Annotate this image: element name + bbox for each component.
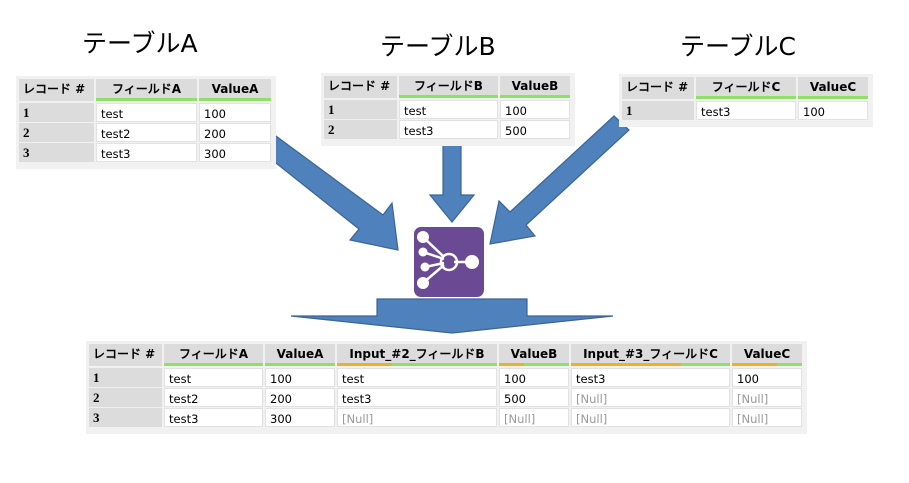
null-cell[interactable]: [Null] bbox=[337, 408, 497, 427]
table-row: 3 test3 300 bbox=[19, 143, 273, 162]
record-number: 3 bbox=[89, 408, 162, 427]
cell[interactable]: test2 bbox=[96, 123, 197, 142]
null-cell[interactable]: [Null] bbox=[732, 388, 802, 407]
null-cell[interactable]: [Null] bbox=[732, 408, 802, 427]
record-header[interactable]: レコード # bbox=[622, 77, 694, 99]
table-row: 2 test2 200 test3 500 [Null] [Null] bbox=[89, 388, 804, 407]
record-header[interactable]: レコード # bbox=[324, 76, 397, 98]
table-row: 1 test 100 bbox=[19, 103, 273, 122]
column-header[interactable]: ValueA bbox=[265, 344, 335, 366]
column-header[interactable]: ValueC bbox=[798, 77, 868, 99]
cell[interactable]: 200 bbox=[199, 123, 271, 142]
column-header[interactable]: Input_#2_フィールドB bbox=[337, 344, 497, 366]
cell[interactable]: test3 bbox=[164, 408, 263, 427]
cell[interactable]: test3 bbox=[571, 368, 730, 387]
table-c: レコード # フィールドC ValueC 1 test3 100 bbox=[619, 74, 873, 127]
table-row: 2 test2 200 bbox=[19, 123, 273, 142]
arrow-to-result bbox=[290, 298, 614, 334]
cell[interactable]: test bbox=[96, 103, 197, 122]
table-row: 1 test3 100 bbox=[622, 101, 870, 120]
column-header[interactable]: Input_#3_フィールドC bbox=[571, 344, 730, 366]
table-row: 1 test 100 bbox=[324, 100, 572, 119]
arrow-from-table-a bbox=[251, 127, 399, 251]
union-tool-icon bbox=[417, 231, 479, 289]
cell[interactable]: test bbox=[399, 100, 498, 119]
cell[interactable]: 100 bbox=[499, 368, 569, 387]
table-row: 3 test3 300 [Null] [Null] [Null] [Null] bbox=[89, 408, 804, 427]
cell[interactable]: test3 bbox=[96, 143, 197, 162]
table-row: 1 test 100 test 100 test3 100 bbox=[89, 368, 804, 387]
record-number: 1 bbox=[19, 103, 94, 122]
record-number: 2 bbox=[19, 123, 94, 142]
record-number: 2 bbox=[89, 388, 162, 407]
record-header[interactable]: レコード # bbox=[19, 79, 94, 101]
table-b-title: テーブルB bbox=[380, 32, 496, 61]
cell[interactable]: test3 bbox=[696, 101, 796, 120]
table-b: レコード # フィールドB ValueB 1 test 100 2 test3 … bbox=[321, 73, 575, 146]
cell[interactable]: 300 bbox=[199, 143, 271, 162]
null-cell[interactable]: [Null] bbox=[571, 388, 730, 407]
cell[interactable]: test2 bbox=[164, 388, 263, 407]
cell[interactable]: test bbox=[337, 368, 497, 387]
cell[interactable]: 100 bbox=[732, 368, 802, 387]
union-tool[interactable] bbox=[414, 227, 484, 297]
column-header[interactable]: フィールドC bbox=[696, 77, 796, 99]
record-header[interactable]: レコード # bbox=[89, 344, 162, 366]
cell[interactable]: 100 bbox=[500, 100, 570, 119]
column-header[interactable]: フィールドA bbox=[96, 79, 197, 101]
cell[interactable]: test3 bbox=[399, 120, 498, 139]
column-header[interactable]: フィールドA bbox=[164, 344, 263, 366]
arrow-from-table-b bbox=[428, 135, 476, 223]
cell[interactable]: 100 bbox=[199, 103, 271, 122]
column-header[interactable]: ValueB bbox=[499, 344, 569, 366]
cell[interactable]: test bbox=[164, 368, 263, 387]
record-number: 1 bbox=[89, 368, 162, 387]
table-a: レコード # フィールドA ValueA 1 test 100 2 test2 … bbox=[16, 76, 276, 169]
record-number: 2 bbox=[324, 120, 397, 139]
column-header[interactable]: ValueC bbox=[732, 344, 802, 366]
cell[interactable]: test3 bbox=[337, 388, 497, 407]
record-number: 1 bbox=[622, 101, 694, 120]
cell[interactable]: 300 bbox=[265, 408, 335, 427]
null-cell[interactable]: [Null] bbox=[499, 408, 569, 427]
cell[interactable]: 200 bbox=[265, 388, 335, 407]
cell[interactable]: 500 bbox=[500, 120, 570, 139]
null-cell[interactable]: [Null] bbox=[571, 408, 730, 427]
arrow-from-table-c bbox=[489, 115, 630, 245]
table-row: 2 test3 500 bbox=[324, 120, 572, 139]
record-number: 3 bbox=[19, 143, 94, 162]
column-header[interactable]: フィールドB bbox=[399, 76, 498, 98]
cell[interactable]: 100 bbox=[265, 368, 335, 387]
table-c-title: テーブルC bbox=[680, 32, 796, 61]
table-a-title: テーブルA bbox=[82, 29, 198, 58]
column-header[interactable]: ValueB bbox=[500, 76, 570, 98]
column-header[interactable]: ValueA bbox=[199, 79, 271, 101]
record-number: 1 bbox=[324, 100, 397, 119]
cell[interactable]: 500 bbox=[499, 388, 569, 407]
result-table: レコード # フィールドA ValueA Input_#2_フィールドB Val… bbox=[86, 341, 807, 434]
cell[interactable]: 100 bbox=[798, 101, 868, 120]
